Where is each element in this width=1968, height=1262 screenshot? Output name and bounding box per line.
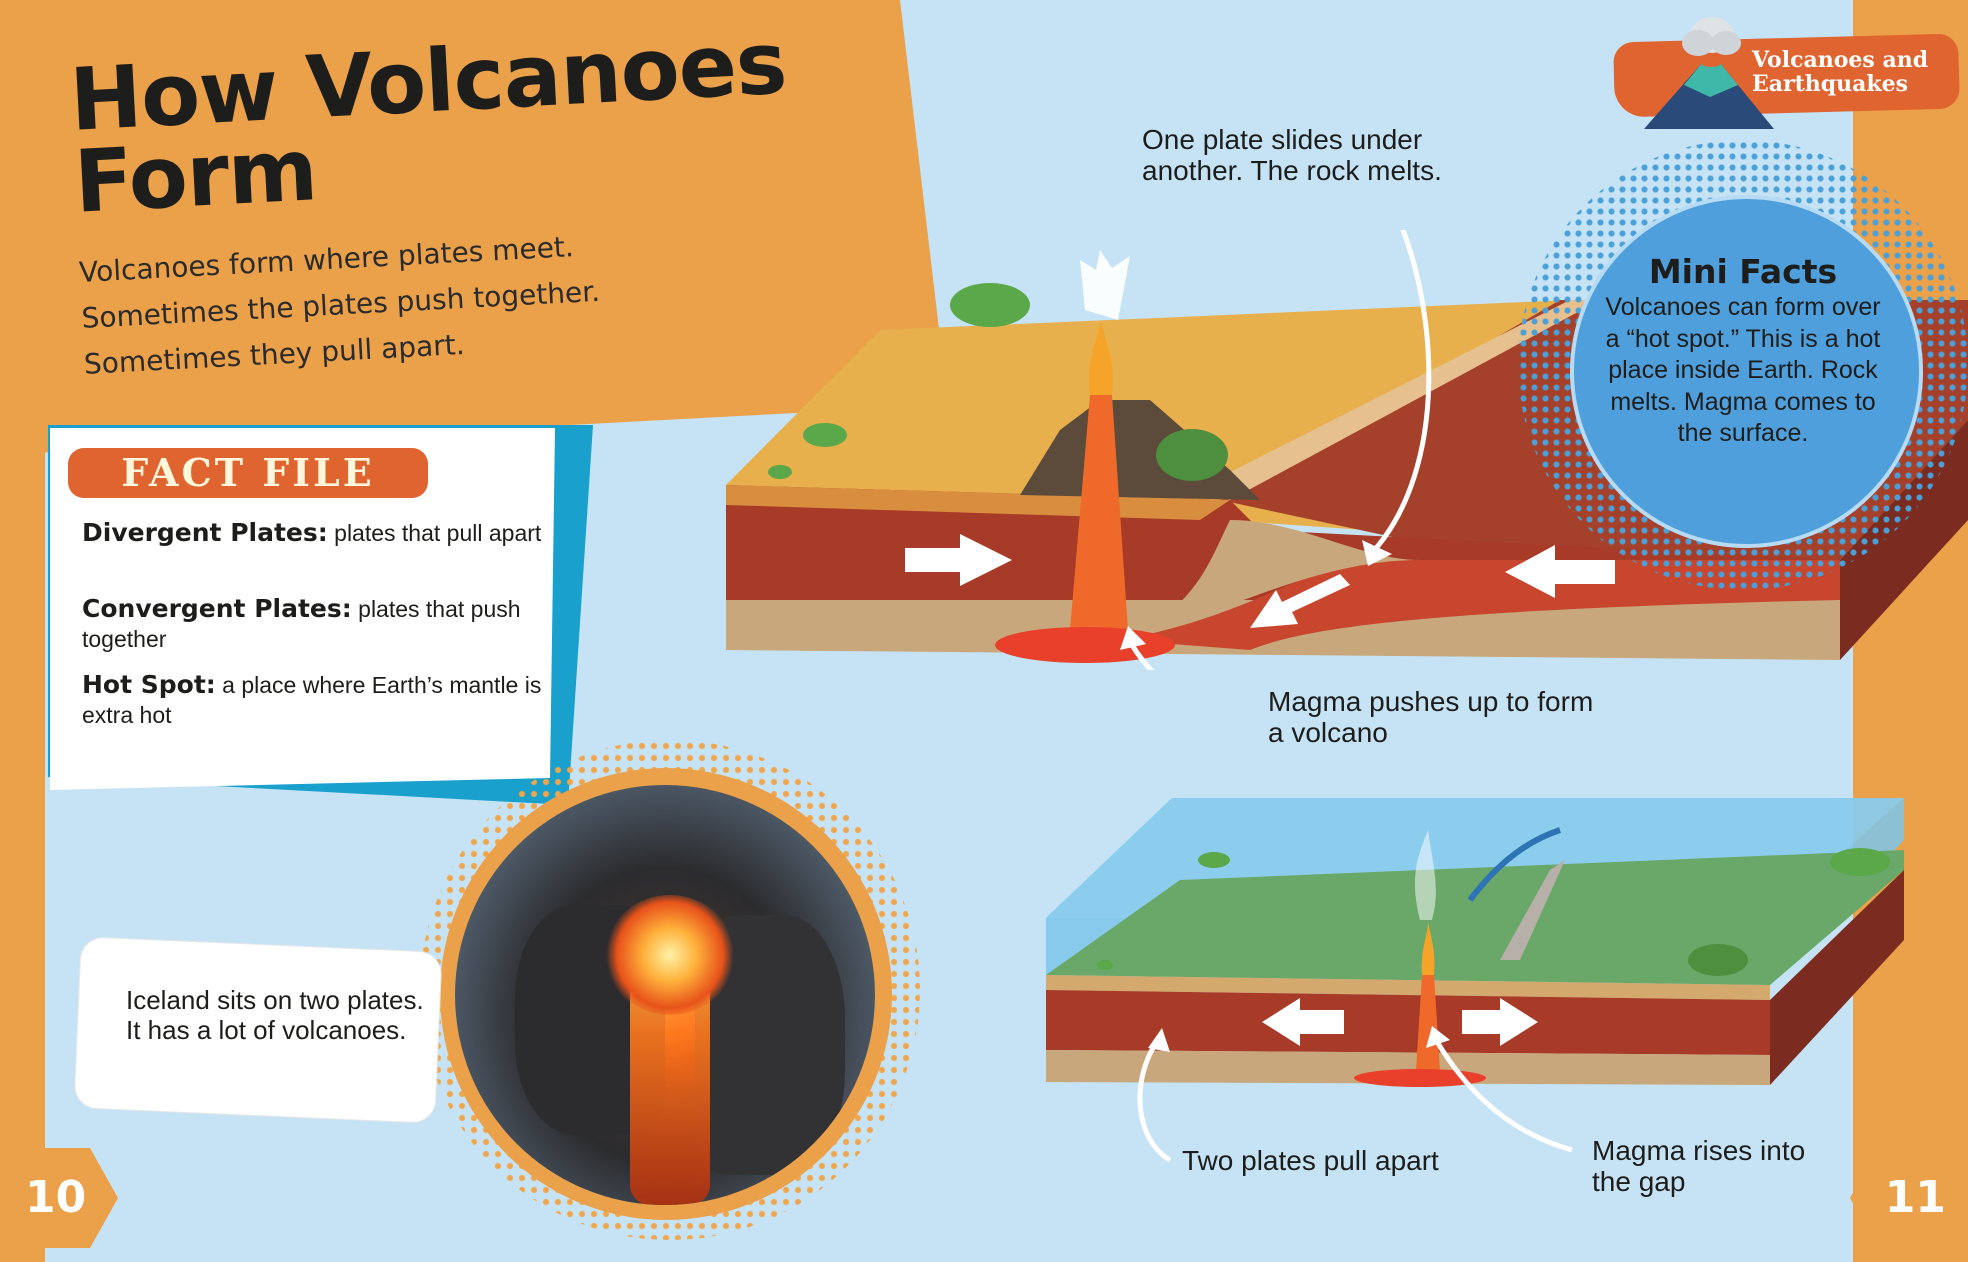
fact-term: Convergent Plates: [82,594,352,623]
fact-definition: a place where Earth’s mantle is extra ho… [82,672,542,728]
label-plates-pull-apart: Two plates pull apart [1182,1145,1439,1176]
mini-facts-text: Volcanoes can form over a “hot spot.” Th… [1605,293,1881,447]
header-panel [0,0,948,455]
fact-definition: plates that push together [82,596,521,652]
iceland-caption: Iceland sits on two plates. It has a lot… [126,985,424,1045]
series-tag-text: Volcanoes and Earthquakes [1752,48,1952,96]
fact-item-hot-spot: Hot Spot: a place where Earth’s mantle i… [82,670,562,730]
page-number-right: 11 [1850,1148,1968,1248]
series-tag-line-2: Earthquakes [1752,71,1909,97]
fact-item-convergent: Convergent Plates: plates that push toge… [82,594,562,654]
fact-file-label: FACT FILE [68,448,428,498]
label-magma-pushes: Magma pushes up to form a volcano [1268,686,1594,748]
page-number-left: 10 [0,1148,118,1248]
mini-facts-title: Mini Facts [1648,252,1838,291]
label-magma-rises: Magma rises into the gap [1592,1135,1806,1197]
fact-item-divergent: Divergent Plates: plates that pull apart [82,518,562,548]
mini-facts-circle [1570,195,1923,548]
iceland-volcano-photo [455,785,875,1205]
fact-term: Hot Spot: [82,670,216,699]
volcano-icon [1644,17,1774,129]
series-tag-line-1: Volcanoes and [1752,47,1929,73]
fact-term: Divergent Plates: [82,518,328,547]
divergent-plates-diagram [1046,798,1904,1163]
fact-definition: plates that pull apart [327,520,542,546]
label-subduction: One plate slides under another. The rock… [1142,124,1442,186]
